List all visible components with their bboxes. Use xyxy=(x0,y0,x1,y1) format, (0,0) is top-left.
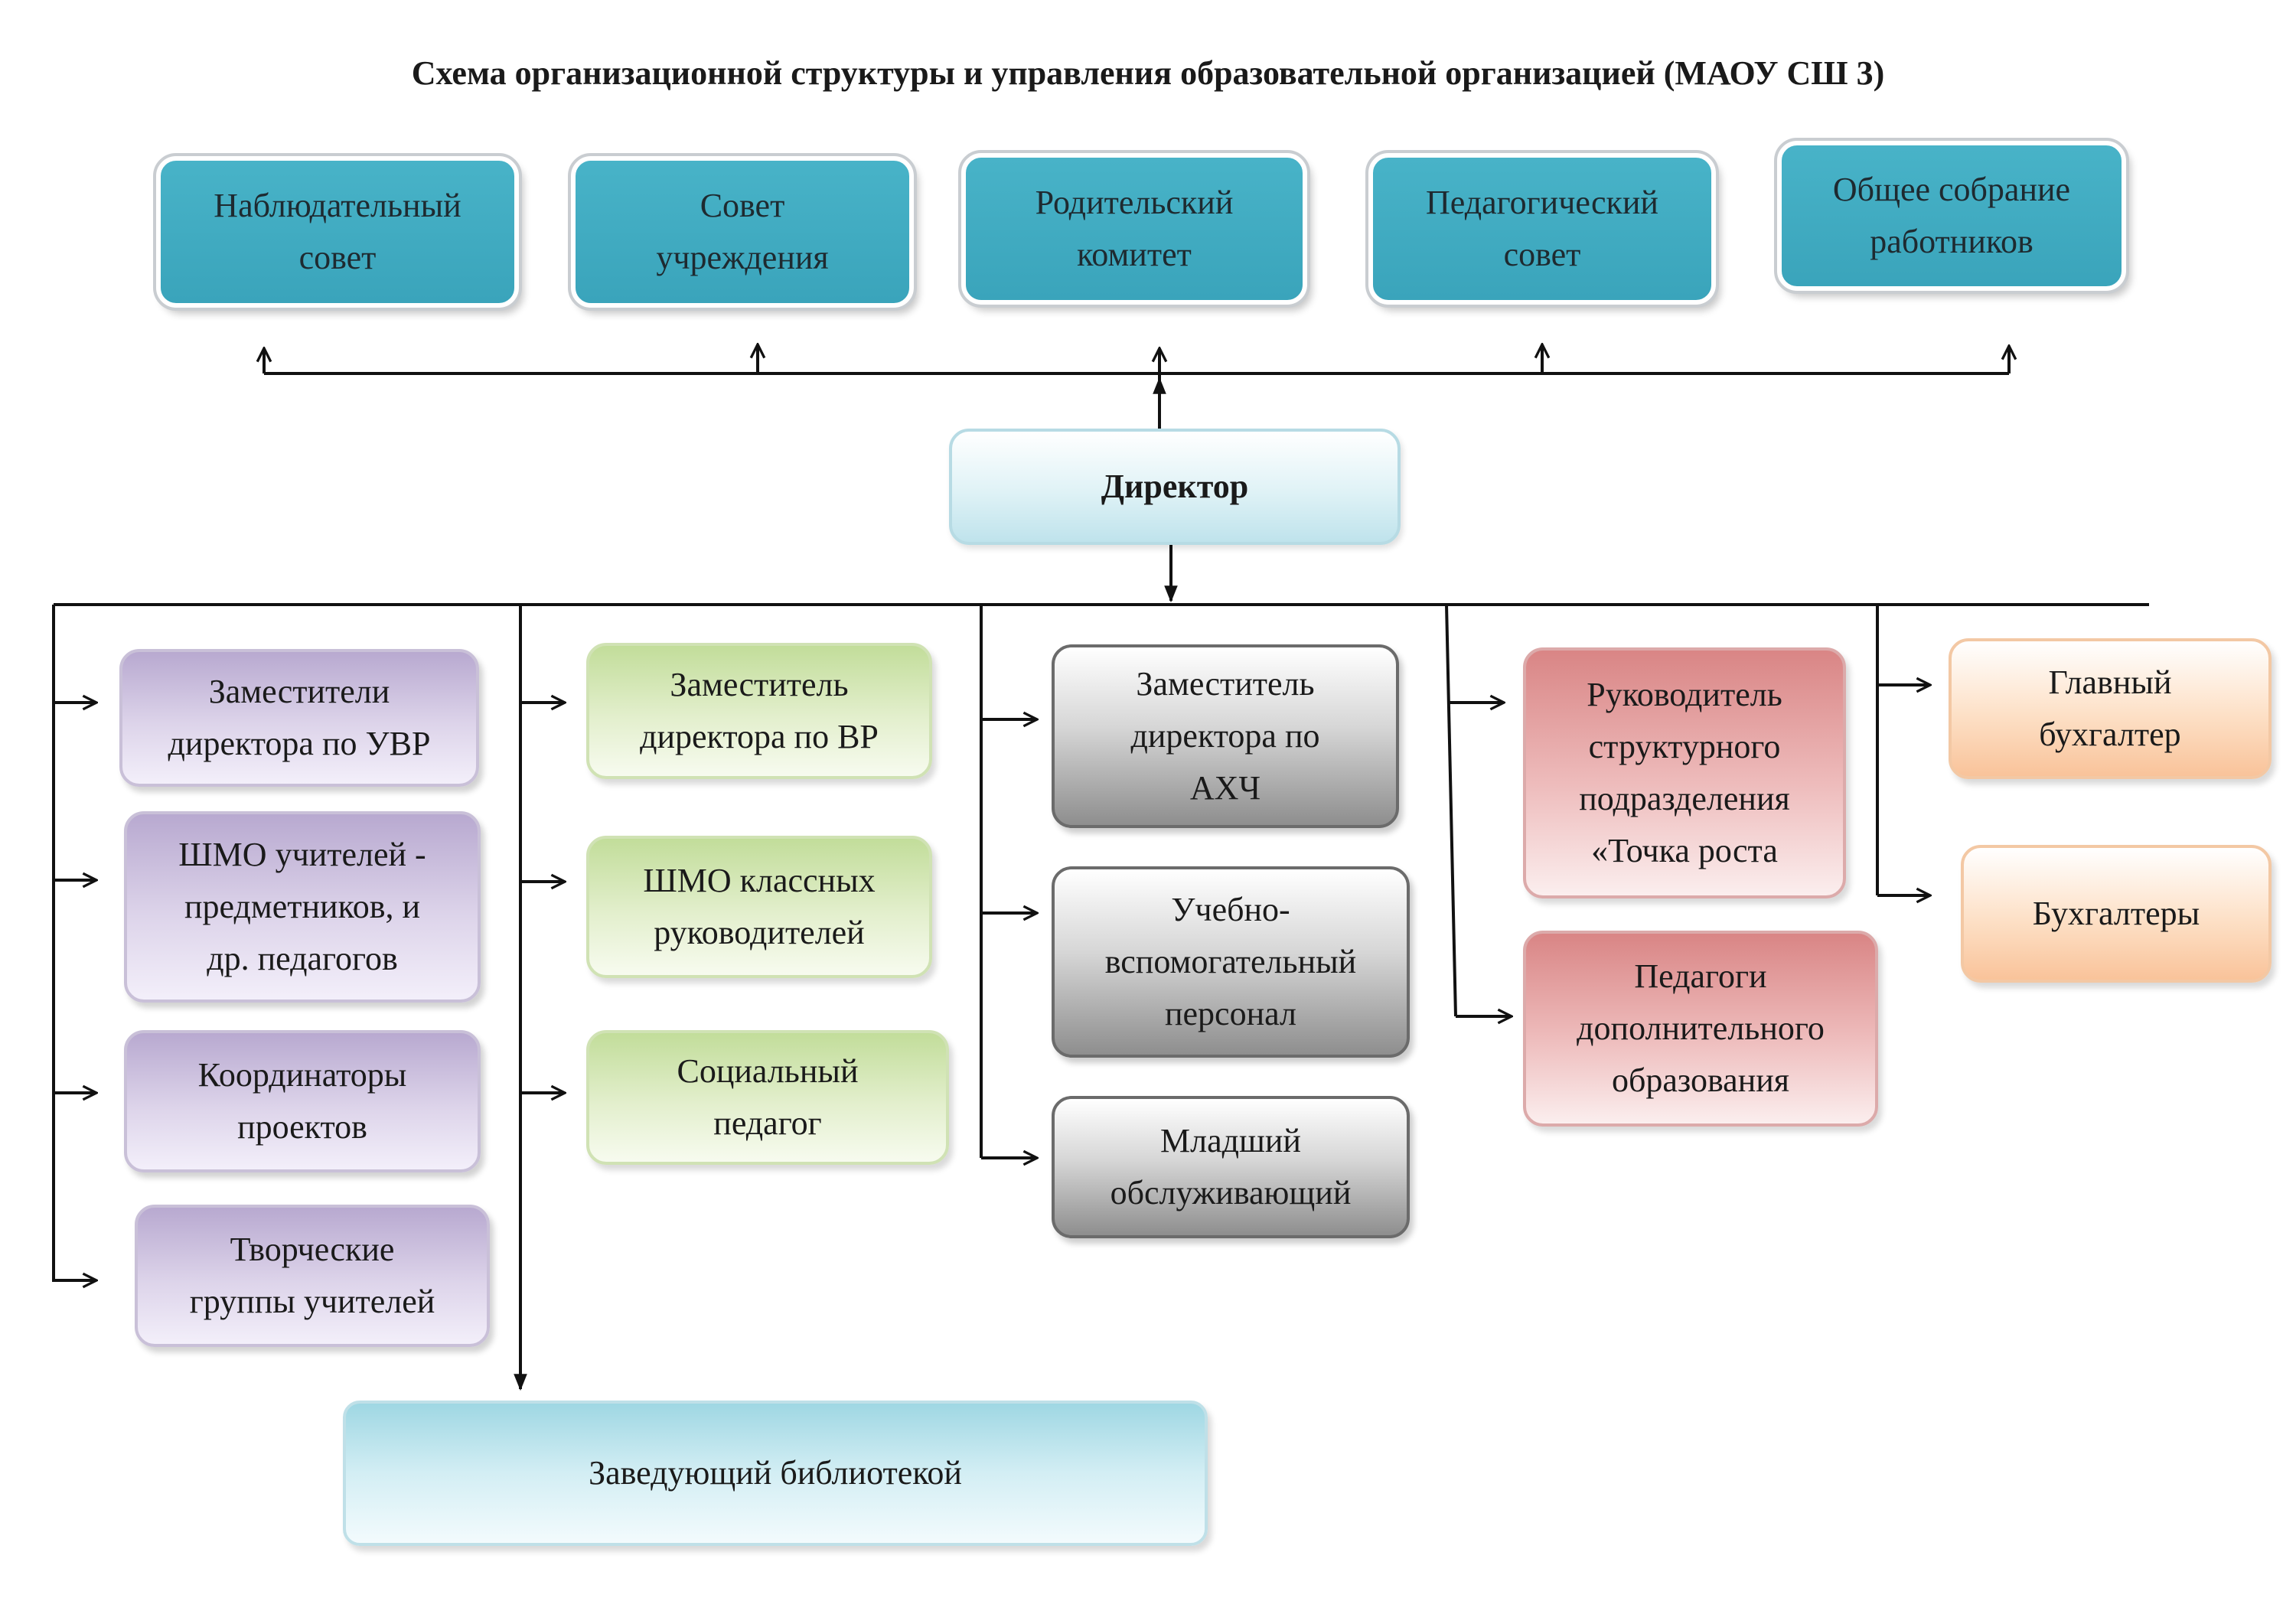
box-label-line: ШМО учителей - xyxy=(178,835,426,873)
box-label-line: бухгалтер xyxy=(2039,716,2181,753)
box-label-line: др. педагогов xyxy=(207,940,398,978)
diagram-title: Схема организационной структуры и управл… xyxy=(411,54,1885,92)
box-label-line: Общее собрание xyxy=(1832,170,2071,208)
general-meeting-box[interactable]: Общее собрание работников xyxy=(1774,138,2129,294)
box-label-line: группы учителей xyxy=(189,1283,435,1320)
growth-point-head-box[interactable]: Руководитель структурного подразделения «То… xyxy=(1523,647,1846,898)
director-label: Директор xyxy=(1101,467,1249,505)
box-label-line: Заместитель xyxy=(1136,664,1315,703)
box-label-line: Координаторы xyxy=(197,1055,407,1094)
box-label-line: работников xyxy=(1870,223,2033,260)
institution-council-box[interactable]: Совет учреждения xyxy=(568,153,917,311)
project-coordinators-box[interactable]: Координаторы проектов xyxy=(124,1030,481,1172)
box-label-line: «Точка роста xyxy=(1591,832,1778,870)
library-label: Заведующий библиотекой xyxy=(589,1453,962,1492)
box-label-line: проектов xyxy=(237,1108,367,1146)
extra-education-teachers-box[interactable]: Педагоги дополнительного образования xyxy=(1523,931,1878,1127)
social-pedagogue-box[interactable]: Социальный педагог xyxy=(586,1030,949,1165)
box-label-line: Младший xyxy=(1160,1121,1301,1159)
box-label-line: директора по УВР xyxy=(168,725,431,762)
box-label-line: Творческие xyxy=(230,1230,395,1268)
box-label-line: Заместители xyxy=(208,672,390,710)
box-label-line: Социальный xyxy=(677,1052,859,1090)
box-label-line: комитет xyxy=(1077,236,1192,273)
supervisory-board-box[interactable]: Наблюдательный совет xyxy=(153,153,522,311)
box-label-line: Наблюдательный xyxy=(214,186,461,224)
shmo-teachers-box[interactable]: ШМО учителей - предметников, и др. педагог… xyxy=(124,811,481,1003)
library-head-box[interactable]: Заведующий библиотекой xyxy=(343,1401,1208,1546)
box-label-line: Педагоги xyxy=(1634,957,1767,995)
box-label-line: Родительский xyxy=(1035,183,1234,221)
box-label-line: учреждения xyxy=(656,239,829,276)
ahch-deputy-box[interactable]: Заместитель директора по АХЧ xyxy=(1052,644,1399,828)
chief-accountant-box[interactable]: Главный бухгалтер xyxy=(1949,638,2272,779)
box-label-line: структурного xyxy=(1588,727,1781,765)
box-label-line: руководителей xyxy=(654,914,865,951)
box-label-line: обслуживающий xyxy=(1110,1174,1352,1211)
box-label-line: Главный xyxy=(2048,663,2172,701)
box-label-line: подразделения xyxy=(1579,780,1790,817)
box-label-line: Совет xyxy=(700,186,785,224)
box-label-line: педагог xyxy=(713,1104,822,1142)
parents-committee-box[interactable]: Родительский комитет xyxy=(958,150,1310,308)
vr-deputy-box[interactable]: Заместитель директора по ВР xyxy=(586,643,932,779)
box-label-line: вспомогательный xyxy=(1104,942,1357,980)
uvr-deputy-box[interactable]: Заместители директора по УВР xyxy=(119,649,479,787)
director-box[interactable]: Директор xyxy=(949,429,1401,545)
junior-staff-box[interactable]: Младший обслуживающий xyxy=(1052,1096,1410,1238)
box-label-line: предметников, и xyxy=(184,887,421,925)
box-label-line: Заместитель xyxy=(670,665,849,703)
box-label-line: дополнительного xyxy=(1577,1009,1825,1047)
box-label-line: директора по xyxy=(1130,716,1320,755)
box-label-line: Бухгалтеры xyxy=(2032,894,2200,932)
box-label-line: персонал xyxy=(1164,995,1296,1033)
pedagogical-council-box[interactable]: Педагогический совет xyxy=(1365,150,1719,308)
box-label-line: Руководитель xyxy=(1587,675,1782,713)
creative-groups-box[interactable]: Творческие группы учителей xyxy=(135,1205,490,1347)
accountants-box[interactable]: Бухгалтеры xyxy=(1961,845,2272,983)
box-label-line: образования xyxy=(1611,1061,1790,1100)
shmo-class-teachers-box[interactable]: ШМО классных руководителей xyxy=(586,836,932,978)
box-label-line: АХЧ xyxy=(1189,769,1261,807)
box-label-line: директора по ВР xyxy=(640,718,879,755)
box-label-line: Педагогический xyxy=(1426,183,1658,221)
box-label-line: совет xyxy=(298,239,377,276)
box-label-line: совет xyxy=(1503,236,1581,273)
box-label-line: Учебно- xyxy=(1171,890,1290,928)
box-label-line: ШМО классных xyxy=(643,861,876,899)
support-staff-box[interactable]: Учебно-вспомогательный персонал xyxy=(1052,866,1410,1058)
